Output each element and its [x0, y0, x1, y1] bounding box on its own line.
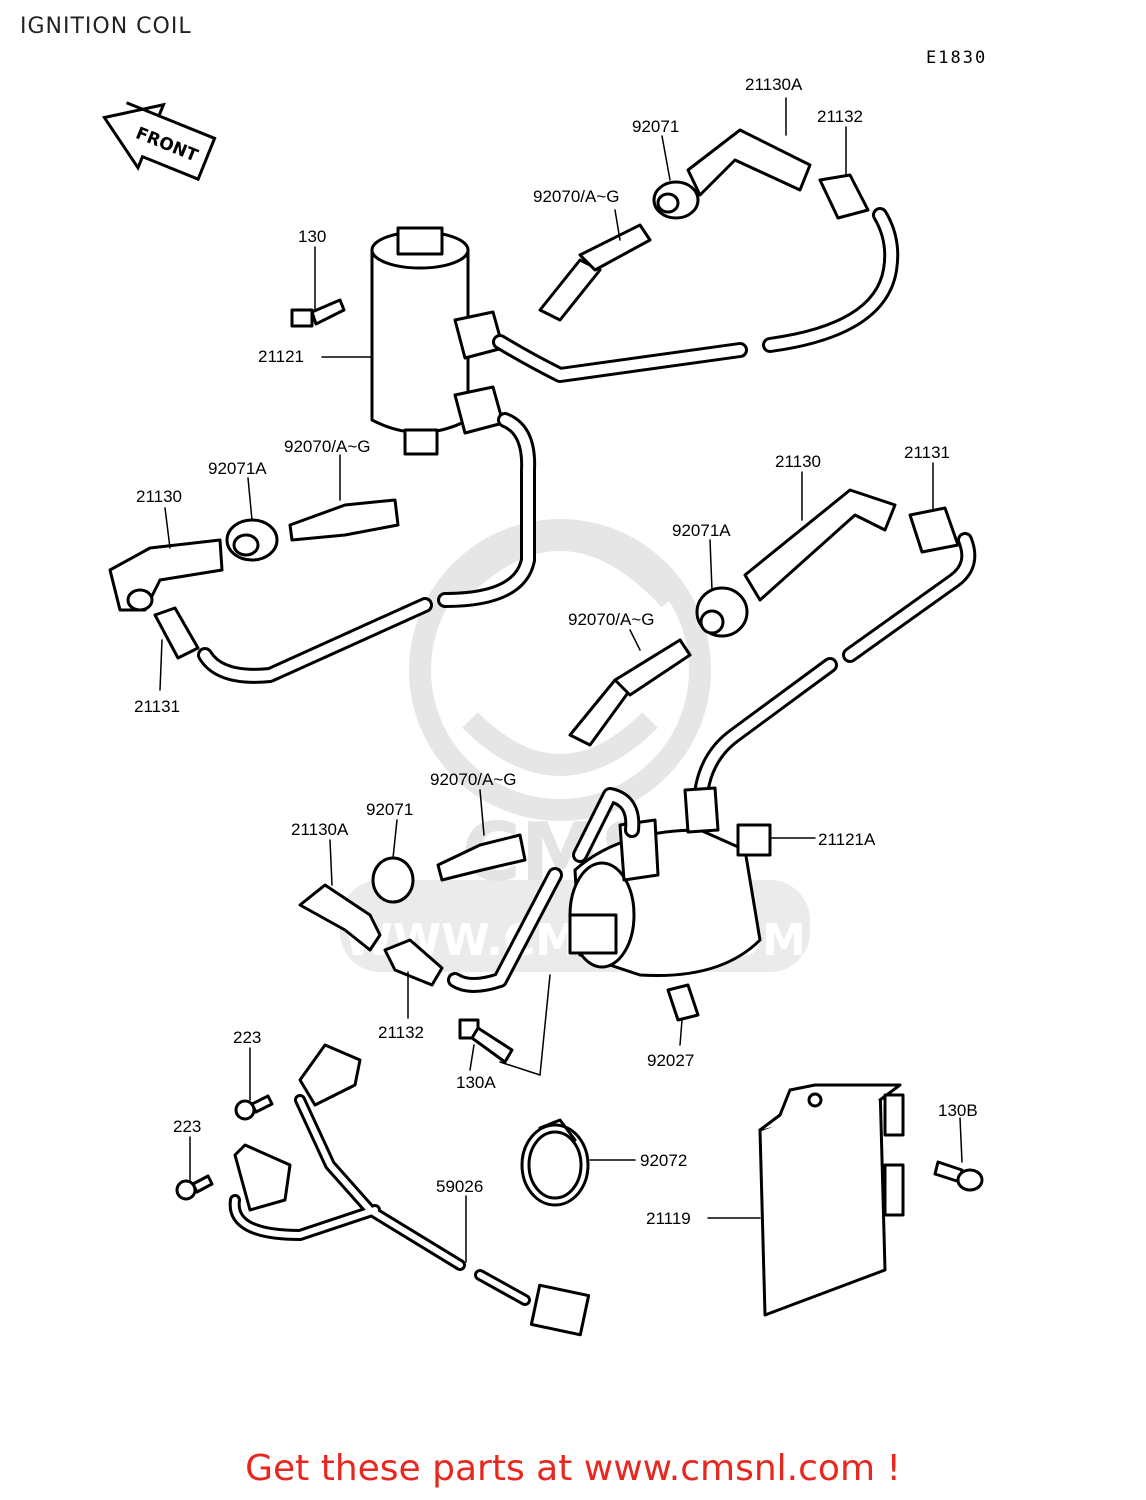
cap-92071a-left: [225, 518, 279, 562]
cap-92071a-right: [695, 586, 749, 638]
parts-diagram: CMS WWW.CMSNL.COM FRONT: [101, 75, 984, 1337]
callout-label: 92070/A~G: [533, 187, 620, 206]
callout-label: 92070/A~G: [568, 610, 655, 629]
callout-label: 92071A: [672, 521, 731, 540]
spark-plug-upper: [538, 223, 652, 322]
pickup-coil-upper: [298, 1043, 362, 1107]
seal-21131-right: [908, 506, 960, 554]
cap-92071-lower: [371, 856, 415, 904]
plug-cap-21130a-lower: [298, 883, 382, 952]
callout-label: 130B: [938, 1101, 978, 1120]
plug-cap-21130-right: [743, 488, 897, 602]
callout-labels: 21130A 21132 92071 92070/A~G 130 21121 9…: [134, 75, 978, 1228]
cap-92071-upper: [652, 180, 700, 220]
clamp-92072: [520, 1118, 590, 1207]
screw-223-lower: [175, 1174, 214, 1201]
callout-label: 21121A: [818, 830, 876, 849]
spark-plug-left: [288, 498, 400, 542]
callout-label: 21121: [258, 347, 304, 366]
seal-21131-left: [153, 606, 200, 660]
callout-label: 92070/A~G: [430, 770, 517, 789]
front-arrow: FRONT: [101, 101, 217, 182]
seal-21132-lower: [383, 938, 444, 987]
callout-label: 92071: [366, 800, 413, 819]
callout-label: 130A: [456, 1073, 496, 1092]
spark-plug-right: [568, 638, 692, 747]
bolt-130: [290, 298, 346, 328]
screw-223-upper: [234, 1094, 274, 1121]
lead-lower-right: [692, 532, 977, 818]
collar-92027: [666, 983, 700, 1022]
callout-label: 92027: [647, 1051, 694, 1070]
diagram-code: E1830: [926, 48, 988, 68]
callout-label: 92071A: [208, 459, 267, 478]
callout-label: 21130A: [291, 820, 349, 839]
leader-lines: [159, 97, 963, 1263]
bolt-130b: [933, 1160, 984, 1192]
callout-label: 21131: [134, 697, 180, 716]
plug-cap-21130-left: [108, 538, 224, 612]
promo-link-text[interactable]: Get these parts at www.cmsnl.com !: [245, 1448, 901, 1489]
callout-label: 92072: [640, 1151, 687, 1170]
callout-label: 59026: [436, 1177, 483, 1196]
callout-label: 223: [173, 1117, 201, 1136]
callout-label: 21130A: [745, 75, 803, 94]
callout-label: 21131: [904, 443, 950, 462]
callout-label: 21130: [136, 487, 182, 506]
ignition-coil-upper: [370, 226, 505, 456]
igniter-21119: [758, 1083, 905, 1317]
bolt-130a: [458, 1018, 514, 1064]
pickup-coil-lower: [233, 1143, 292, 1212]
callout-label: 130: [298, 227, 326, 246]
page-title: IGNITION COIL: [20, 14, 192, 39]
ignition-coil-lower: [568, 786, 772, 978]
callout-label: 21132: [378, 1023, 424, 1042]
callout-label: 21130: [775, 452, 821, 471]
callout-label: 21132: [817, 107, 863, 126]
callout-label: 21119: [646, 1209, 691, 1228]
spark-plug-lower: [436, 833, 527, 882]
callout-label: 92071: [632, 117, 679, 136]
harness-connector: [529, 1283, 591, 1337]
seal-21132-upper: [818, 173, 870, 220]
callout-label: 92070/A~G: [284, 437, 371, 456]
callout-label: 223: [233, 1028, 261, 1047]
plug-cap-21130a-upper: [686, 128, 812, 197]
